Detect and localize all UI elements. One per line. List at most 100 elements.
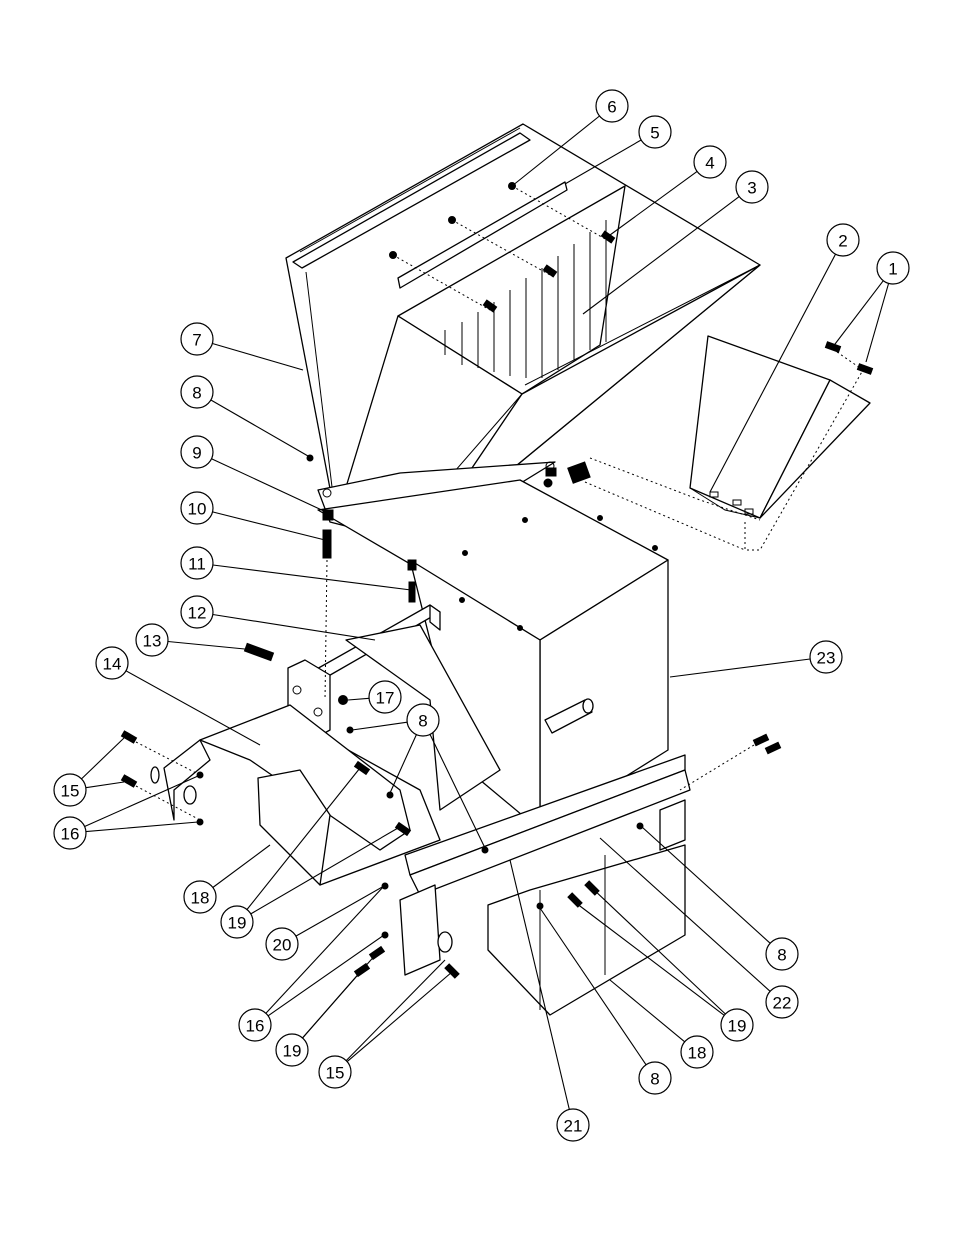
callout-number: 5: [650, 124, 659, 143]
callout-circle: [275, 1033, 309, 1067]
callout-number: 20: [273, 936, 292, 955]
callout-leader-line: [85, 781, 125, 789]
callout-number: 14: [103, 655, 122, 674]
callout-leader-line: [564, 139, 642, 185]
callout-leader-line: [865, 283, 890, 363]
callout-leader-line: [345, 959, 446, 1061]
callout-circle: [765, 985, 799, 1019]
callout-leader-line: [81, 737, 125, 780]
callout-circle: [53, 773, 87, 807]
callout-number: 8: [192, 384, 201, 403]
callout-circle: [826, 223, 860, 257]
callout-leader-line: [641, 826, 771, 944]
callout-leader-line: [591, 887, 726, 1015]
callout-circle: [135, 623, 169, 657]
callout-number: 23: [817, 649, 836, 668]
callout-leader-line: [267, 934, 385, 1017]
bolt-icon: [353, 760, 371, 776]
nut-icon: [338, 695, 348, 705]
callout-leader-line: [709, 253, 836, 493]
hinge-strip: [397, 181, 568, 289]
fasteners: [120, 509, 782, 979]
callout-leader-line: [125, 670, 261, 746]
callout-balloon-19: 19: [220, 905, 254, 939]
callout-circle: [265, 927, 299, 961]
bolt-icon: [856, 363, 874, 375]
callout-number: 16: [246, 1017, 265, 1036]
callout-number: 8: [777, 946, 786, 965]
callout-circle: [180, 595, 214, 629]
callout-number: 11: [188, 555, 206, 574]
callout-number: 22: [773, 994, 792, 1013]
main-housing: [317, 461, 669, 831]
callout-leader-line: [84, 775, 199, 828]
callout-circle: [238, 1008, 272, 1042]
callout-number: 13: [143, 632, 162, 651]
callout-circle: [693, 145, 727, 179]
callout-balloon-22: 22: [765, 985, 799, 1019]
bolt-icon: [752, 733, 770, 747]
callout-balloon-17: 17: [368, 680, 402, 714]
bolt-icon: [542, 264, 558, 278]
discharge-chute: [584, 335, 874, 551]
callout-leader-line: [167, 640, 256, 651]
callout-balloon-16: 16: [53, 816, 87, 850]
hopper: [285, 123, 761, 547]
bolt-icon: [394, 821, 412, 837]
callout-balloon-16: 16: [238, 1008, 272, 1042]
callout-balloon-19: 19: [275, 1033, 309, 1067]
callout-circle: [180, 546, 214, 580]
callout-balloon-10: 10: [180, 491, 214, 525]
callout-number: 9: [192, 444, 201, 463]
callout-leader-line: [539, 907, 647, 1066]
bolt-icon: [120, 730, 138, 744]
callout-balloon-15: 15: [318, 1055, 352, 1089]
callout-leader-line: [346, 971, 453, 1063]
callout-number: 4: [705, 154, 714, 173]
callout-balloon-15: 15: [53, 773, 87, 807]
callout-balloon-9: 9: [180, 435, 214, 469]
bolt-icon: [482, 299, 498, 313]
callout-circle: [720, 1008, 754, 1042]
callout-leader-line: [609, 979, 686, 1043]
callout-balloon-8: 8: [638, 1061, 672, 1095]
callout-circle: [368, 680, 402, 714]
callout-balloon-5: 5: [638, 115, 672, 149]
callout-circle: [180, 491, 214, 525]
callout-balloon-20: 20: [265, 927, 299, 961]
callout-circle: [220, 905, 254, 939]
callout-number: 10: [188, 500, 207, 519]
callout-leader-line: [609, 170, 698, 236]
callout-circle: [556, 1108, 590, 1142]
callout-balloon-8: 8: [180, 375, 214, 409]
callout-balloon-18: 18: [183, 880, 217, 914]
callout-number: 18: [191, 889, 210, 908]
callout-balloon-4: 4: [693, 145, 727, 179]
callout-number: 19: [283, 1042, 302, 1061]
callout-leader-line: [295, 885, 385, 937]
callout-balloon-7: 7: [180, 322, 214, 356]
callout-circle: [183, 880, 217, 914]
wheel-housing-left: [257, 769, 331, 886]
callout-circle: [95, 646, 129, 680]
callout-leader-line: [571, 899, 725, 1016]
callout-circle: [809, 640, 843, 674]
callout-circle: [638, 1061, 672, 1095]
callout-leader-line: [265, 885, 385, 1014]
callout-balloon-12: 12: [180, 595, 214, 629]
hinge-block-icon: [567, 461, 591, 484]
callout-circle: [180, 375, 214, 409]
callout-leader-line: [212, 564, 412, 591]
bolt-icon: [408, 581, 416, 603]
callout-leader-line: [211, 458, 327, 513]
callout-number: 12: [188, 604, 207, 623]
callout-balloon-23: 23: [809, 640, 843, 674]
callout-balloon-21: 21: [556, 1108, 590, 1142]
bolt-icon: [567, 892, 583, 908]
callout-number: 21: [564, 1117, 583, 1136]
callout-balloon-8: 8: [765, 937, 799, 971]
callout-number: 8: [418, 712, 427, 731]
callout-balloon-14: 14: [95, 646, 129, 680]
callout-number: 15: [326, 1064, 345, 1083]
